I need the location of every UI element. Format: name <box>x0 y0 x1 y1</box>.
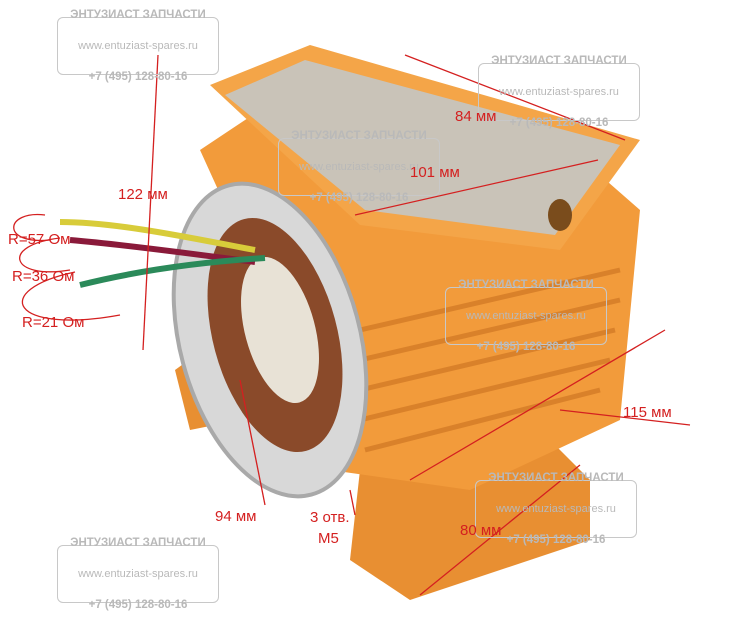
base-dimension: 80 мм <box>460 522 502 539</box>
watermark-url: www.entuziast-spares.ru <box>78 40 198 52</box>
watermark-title: ЭНТУЗИАСТ ЗАПЧАСТИ <box>70 9 206 21</box>
resistance-red-green: R=36 Ом <box>12 268 75 285</box>
watermark-phone: +7 (495) 128-80-16 <box>88 599 188 611</box>
watermark-phone: +7 (495) 128-80-16 <box>509 117 609 129</box>
watermark-phone: +7 (495) 128-80-16 <box>506 534 606 546</box>
watermark-url: www.entuziast-spares.ru <box>78 568 198 580</box>
watermark: ЭНТУЗИАСТ ЗАПЧАСТИ www.entuziast-spares.r… <box>57 9 219 83</box>
watermark-title: ЭНТУЗИАСТ ЗАПЧАСТИ <box>291 130 427 142</box>
watermark-url: www.entuziast-spares.ru <box>499 86 619 98</box>
watermark: ЭНТУЗИАСТ ЗАПЧАСТИ www.entuziast-spares.r… <box>278 130 440 204</box>
wire-green <box>79 255 266 288</box>
cable-hole <box>548 199 572 231</box>
holes-label: 3 отв. <box>310 509 350 526</box>
resistance-yellow-red: R=57 Ом <box>8 231 71 248</box>
watermark-url: www.entuziast-spares.ru <box>299 161 419 173</box>
watermark-title: ЭНТУЗИАСТ ЗАПЧАСТИ <box>70 537 206 549</box>
wire-yellow <box>59 219 256 253</box>
watermark-phone: +7 (495) 128-80-16 <box>309 192 409 204</box>
height-dimension: 122 мм <box>118 186 168 203</box>
watermark: ЭНТУЗИАСТ ЗАПЧАСТИ www.entuziast-spares.r… <box>57 537 219 611</box>
stator-bore <box>241 256 319 404</box>
watermark: ЭНТУЗИАСТ ЗАПЧАСТИ www.entuziast-spares.r… <box>445 279 607 353</box>
watermark-phone: +7 (495) 128-80-16 <box>476 341 576 353</box>
watermark-title: ЭНТУЗИАСТ ЗАПЧАСТИ <box>458 279 594 291</box>
watermark: ЭНТУЗИАСТ ЗАПЧАСТИ www.entuziast-spares.r… <box>478 55 640 129</box>
watermark-url: www.entuziast-spares.ru <box>466 310 586 322</box>
watermark-phone: +7 (495) 128-80-16 <box>88 71 188 83</box>
box-width-dimension: 84 мм <box>455 108 497 125</box>
dimension-lines <box>13 54 691 596</box>
box-length-dimension: 101 мм <box>410 164 460 181</box>
length-dimension: 115 мм <box>623 404 672 421</box>
watermark-url: www.entuziast-spares.ru <box>496 503 616 515</box>
watermark-title: ЭНТУЗИАСТ ЗАПЧАСТИ <box>488 472 624 484</box>
holes-thread-label: M5 <box>318 530 339 547</box>
cooling-fins <box>359 267 621 453</box>
bore-dimension: 94 мм <box>215 508 257 525</box>
terminal-box-interior <box>225 60 620 235</box>
resistance-green: R=21 Ом <box>22 314 85 331</box>
watermark-title: ЭНТУЗИАСТ ЗАПЧАСТИ <box>491 55 627 67</box>
watermark: ЭНТУЗИАСТ ЗАПЧАСТИ www.entuziast-spares.r… <box>475 472 637 546</box>
